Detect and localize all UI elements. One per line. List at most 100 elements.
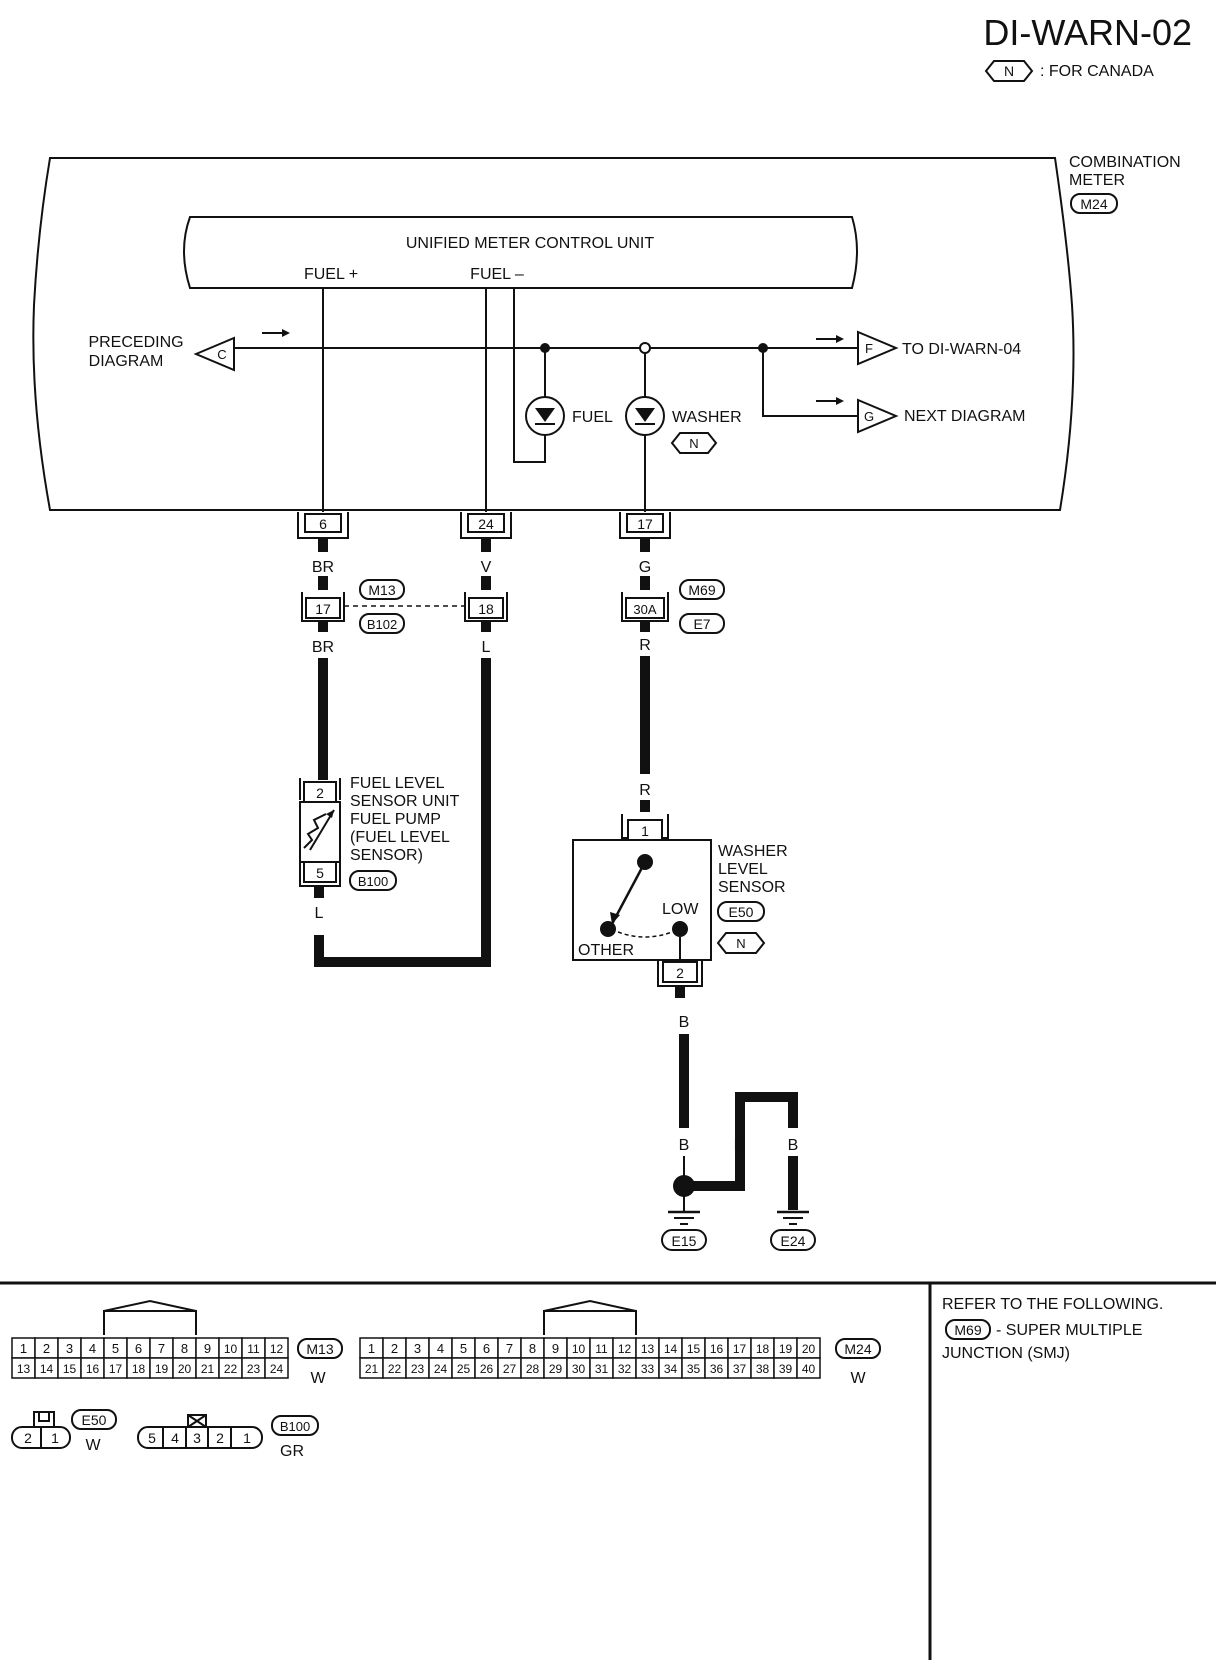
fuel-sensor-label-3: FUEL PUMP [350, 811, 441, 828]
svg-text:E50: E50 [729, 904, 754, 920]
washer-sensor-label-2: LEVEL [718, 861, 768, 878]
connector-pin-number: 15 [63, 1362, 77, 1376]
connector-pin-number: 15 [687, 1342, 701, 1356]
connector-pin-number: 18 [756, 1342, 770, 1356]
connector-pin-number: 14 [664, 1342, 678, 1356]
connector-pin-number: 8 [181, 1341, 188, 1356]
connector-pin-number: 30 [572, 1362, 586, 1376]
svg-text:M24: M24 [844, 1341, 871, 1357]
svg-text:4: 4 [171, 1430, 179, 1446]
connector-pin-number: 2 [43, 1341, 50, 1356]
wire-l-return [314, 658, 491, 967]
fuel-sensor-label-5: SENSOR) [350, 847, 423, 864]
svg-text:B102: B102 [367, 617, 397, 632]
m13-view-badge: M13 [297, 1338, 343, 1359]
connector-pin-number: 11 [247, 1342, 260, 1356]
washer-sensor-label-1: WASHER [718, 843, 788, 860]
connector-pin-number: 17 [733, 1342, 747, 1356]
fuel-lamp-label: FUEL [572, 409, 613, 426]
to-diwarn04-connector-arrow: F [857, 330, 899, 366]
connector-pin-number: 14 [40, 1362, 54, 1376]
canada-symbol: N [984, 60, 1034, 82]
connector-pin-number: 19 [779, 1342, 793, 1356]
switch-lever-icon [610, 861, 647, 925]
connector-pin-number: 21 [365, 1362, 379, 1376]
wire-color-v: V [481, 559, 492, 576]
connector-pin-number: 21 [201, 1362, 215, 1376]
m24-color: W [850, 1370, 866, 1387]
fuel-plus-label: FUEL + [304, 266, 358, 283]
wire-color-b-4: B [788, 1137, 799, 1154]
wire-color-b-2: B [679, 1137, 690, 1154]
svg-text:17: 17 [637, 516, 653, 532]
meter-pin-6: 6 [297, 512, 349, 539]
connector-pin-number: 12 [270, 1342, 284, 1356]
m13-badge: M13 [359, 579, 405, 600]
e50-badge: E50 [717, 901, 765, 922]
washer-sensor-label-3: SENSOR [718, 879, 786, 896]
svg-text:M13: M13 [306, 1341, 333, 1357]
svg-text:6: 6 [319, 516, 327, 532]
svg-text:M69: M69 [688, 582, 715, 598]
washer-warning-lamp-icon [625, 396, 665, 436]
washer-lamp-label: WASHER [672, 409, 742, 426]
preceding-connector-arrow: C [193, 336, 235, 372]
connector-pin-number: 10 [572, 1342, 586, 1356]
connector-pin-number: 23 [411, 1362, 425, 1376]
wire-b-loop [684, 1092, 798, 1191]
connector-pin-number: 8 [529, 1341, 536, 1356]
to-diwarn04-label: TO DI-WARN-04 [902, 341, 1021, 358]
meter-pin-17: 17 [619, 512, 671, 539]
splice-dot-next [758, 343, 768, 353]
svg-text:30A: 30A [633, 602, 656, 617]
svg-text:24: 24 [478, 516, 494, 532]
svg-text:B100: B100 [358, 874, 388, 889]
connector-pin-number: 24 [270, 1362, 284, 1376]
connector-pin-number: 13 [17, 1362, 31, 1376]
connector-pin-number: 34 [664, 1362, 678, 1376]
svg-text:G: G [864, 409, 874, 424]
svg-text:E50: E50 [82, 1412, 107, 1428]
connector-pin-number: 19 [155, 1362, 169, 1376]
connector-pin-number: 40 [802, 1362, 816, 1376]
fuel-warning-lamp-icon [525, 396, 565, 436]
svg-text:1: 1 [641, 823, 649, 839]
combination-meter-connector: M24 [1070, 193, 1118, 214]
svg-text:1: 1 [243, 1430, 251, 1446]
diagram-code: DI-WARN-02 [983, 12, 1192, 53]
b100-color: GR [280, 1443, 304, 1460]
connector-view-e50: 2 1 [11, 1411, 71, 1449]
connector-pin-number: 11 [595, 1342, 608, 1356]
wire-color-l-top: L [482, 639, 491, 656]
joint-pin-30a: 30A [621, 592, 669, 622]
connector-pin-number: 4 [89, 1341, 96, 1356]
meter-pin-24: 24 [460, 512, 512, 539]
splice-dot-fuel [540, 343, 550, 353]
reference-line-3: JUNCTION (SMJ) [942, 1345, 1070, 1362]
connector-pin-number: 2 [391, 1341, 398, 1356]
wire-color-r-top: R [639, 637, 651, 654]
e7-badge: E7 [679, 613, 725, 634]
connector-pin-number: 27 [503, 1362, 517, 1376]
wire-color-g: G [639, 559, 651, 576]
connector-pin-number: 36 [710, 1362, 724, 1376]
connector-pin-number: 9 [552, 1341, 559, 1356]
connector-pin-number: 22 [224, 1362, 238, 1376]
connector-pin-number: 20 [178, 1362, 192, 1376]
reference-m69-badge: M69 [945, 1319, 991, 1340]
svg-text:E24: E24 [781, 1233, 806, 1249]
m13-color: W [310, 1370, 326, 1387]
connector-pin-number: 31 [595, 1362, 609, 1376]
e50-view-badge: E50 [71, 1409, 117, 1430]
connector-pin-number: 3 [66, 1341, 73, 1356]
fuel-sensor-label-1: FUEL LEVEL [350, 775, 445, 792]
preceding-label-2: DIAGRAM [89, 353, 164, 370]
b100-badge: B100 [349, 870, 397, 891]
wire-fuel-lamp-loop [513, 288, 546, 463]
svg-text:M69: M69 [954, 1322, 981, 1338]
connector-pin-number: 20 [802, 1342, 816, 1356]
combination-meter-label-1: COMBINATION [1069, 154, 1181, 171]
joint-pin-17: 17 [301, 592, 345, 622]
fuel-sensor-label-2: SENSOR UNIT [350, 793, 460, 810]
